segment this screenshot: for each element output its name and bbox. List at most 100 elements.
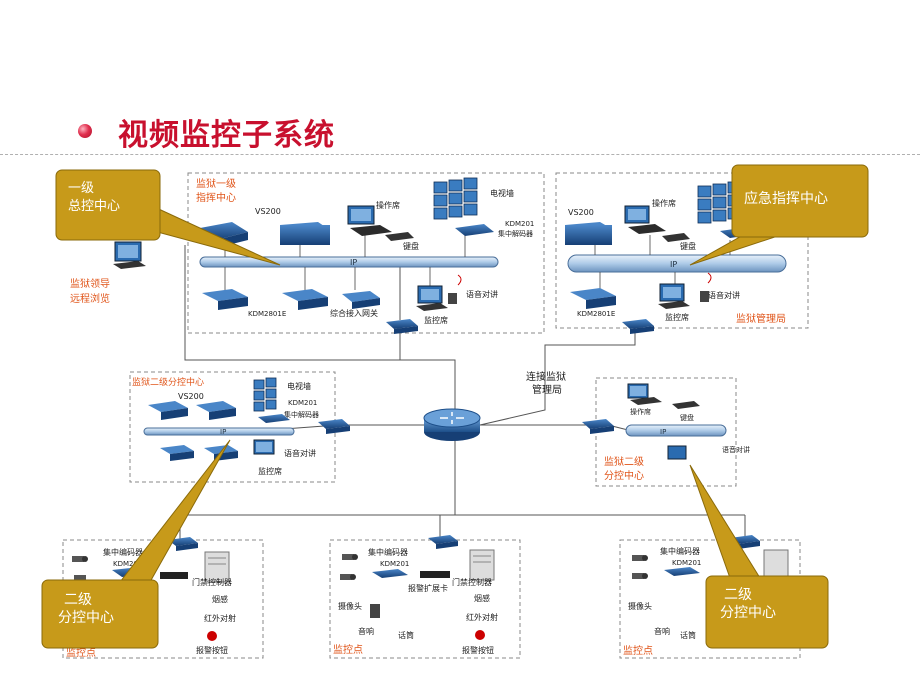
level1-kdm201-label1: KDM201 (505, 220, 534, 228)
level1-zone-label-2: 指挥中心 (196, 191, 236, 204)
callout-top-left-line2: 总控中心 (68, 199, 120, 214)
point-left-alarm-card-icon (160, 572, 188, 579)
level2-right-keyboard-label: 键盘 (680, 413, 694, 422)
bureau-voice-icon (700, 272, 712, 302)
core-router-icon (423, 408, 481, 441)
level1-voice-icon (448, 274, 462, 304)
level1-tvwall-icon (433, 177, 478, 220)
level1-vs200-rack (280, 222, 330, 245)
point-mid-infrared-label: 红外对射 (466, 612, 498, 622)
callout-bottom-left: 二级 分控中心 (41, 439, 231, 649)
level1-drops (224, 235, 466, 290)
level2-left-vs200-a (148, 401, 188, 420)
point-mid-speaker-label: 音响 (358, 626, 374, 636)
point-right-zone-label: 监控点 (623, 644, 653, 657)
point-mid-zone-label: 监控点 (333, 643, 363, 656)
point-mid-door-ctrl-icon (469, 549, 495, 581)
point-mid-alarm-card-icon (420, 571, 450, 578)
connect-label-2: 管理局 (532, 383, 562, 396)
level2-right-zone-label-1: 监狱二级 (604, 455, 644, 468)
level2-left-ip-label: IP (220, 428, 226, 436)
bureau-vs200-label: VS200 (568, 208, 594, 217)
level2-right-keyboard-icon (672, 401, 700, 409)
point-mid-switch-icon (428, 535, 458, 549)
level2-right-monitor-icon (667, 445, 687, 460)
level2-right-ip-label: IP (660, 428, 666, 436)
point-left-alarm-btn-icon (207, 631, 217, 641)
title-separator (0, 154, 920, 155)
bureau-kdm2801e-label: KDM2801E (577, 310, 615, 318)
point-mid-door-ctrl-label: 门禁控制器 (452, 577, 492, 587)
level1-gateway-icon (342, 291, 380, 309)
level2-left-kdm-a (160, 445, 194, 461)
point-right-kdm-label: KDM201 (672, 559, 701, 567)
bureau-ip-bar: IP (567, 254, 787, 273)
zone-point-mid-box (329, 539, 521, 659)
level1-voice-label: 语音对讲 (466, 289, 498, 299)
level2-left-vs200-label: VS200 (178, 392, 204, 401)
level2-left-kdm201-label1: KDM201 (288, 399, 317, 407)
bureau-monitor-seat-label: 监控席 (665, 312, 689, 322)
zone-bureau-box (555, 172, 809, 329)
level2-left-zone-label: 监狱二级分控中心 (132, 376, 204, 388)
callout-bottom-right-line2: 分控中心 (720, 605, 776, 621)
level2-left-kdm201-label2: 集中解码器 (284, 410, 319, 419)
point-right-camera-label: 摄像头 (628, 601, 652, 611)
callout-top-right: 应急指挥中心 (689, 164, 869, 266)
level2-left-decoder-icon (258, 414, 290, 423)
level2-right-console-icon (627, 383, 662, 405)
point-right-encoder-label: 集中编码器 (660, 546, 700, 556)
point-left-kdm-label: KDM201 (113, 560, 142, 568)
point-mid-mic-label: 话筒 (398, 630, 414, 640)
point-left-infrared-label: 红外对射 (204, 613, 236, 623)
bureau-monitor-seat-icon (658, 283, 690, 309)
level1-console-label: 操作席 (376, 200, 400, 210)
level1-monitor-seat-label: 监控席 (424, 315, 448, 325)
level2-right-zone-label-2: 分控中心 (604, 469, 644, 482)
callout-bottom-left-line1: 二级 (64, 592, 92, 608)
point-mid-camera-label: 摄像头 (338, 601, 362, 611)
callout-bottom-right-line1: 二级 (724, 587, 752, 603)
title-bullet-icon (78, 124, 92, 138)
level1-tvwall-label: 电视墙 (490, 188, 514, 198)
level2-left-tvwall-icon (253, 377, 277, 412)
remote-browse-icon (113, 241, 146, 269)
level2-left-monitor-seat-icon (253, 439, 275, 455)
callout-bottom-left-line2: 分控中心 (58, 610, 114, 626)
callout-top-right-line1: 应急指挥中心 (744, 190, 828, 207)
level1-gateway-label: 综合接入网关 (330, 308, 378, 318)
level1-console-icon (347, 205, 392, 236)
point-mid-encoder-label: 集中编码器 (368, 547, 408, 557)
level1-switch-icon (386, 319, 418, 334)
level2-left-ip-bar: IP (143, 427, 295, 436)
zone-level1-box (187, 172, 545, 334)
point-right-camera-icon (632, 555, 648, 579)
left-switch-icon (318, 419, 350, 434)
level2-left-monitor-seat-label: 监控席 (258, 466, 282, 476)
point-left-door-ctrl-icon (204, 551, 230, 583)
level2-left-vs200-b (196, 401, 236, 420)
bureau-switch-icon (622, 319, 654, 334)
bureau-ip-label: IP (670, 260, 677, 269)
level1-decoder-icon (455, 224, 494, 236)
point-right-mic-label: 话筒 (680, 630, 696, 640)
remote-zone-label-1: 监狱领导 (70, 277, 110, 290)
point-mid-encoder-icon (372, 569, 408, 578)
level1-keyboard-label: 键盘 (403, 241, 419, 251)
point-mid-alarm-card-label: 报警扩展卡 (408, 583, 448, 593)
level1-ip-label: IP (350, 258, 357, 267)
remote-zone-label-2: 远程浏览 (70, 292, 110, 305)
bureau-vs200-rack (565, 222, 612, 245)
level1-vs200-label: VS200 (255, 207, 281, 216)
level1-zone-label-1: 监狱一级 (196, 177, 236, 190)
connect-label-1: 连接监狱 (526, 370, 566, 383)
point-left-alarm-btn-label: 报警按钮 (196, 645, 228, 655)
callout-bottom-right: 二级 分控中心 (689, 464, 829, 649)
point-left-zone-label: 监控点 (66, 646, 96, 659)
level2-right-voice-label: 语音对讲 (722, 445, 750, 454)
right-switch-icon (582, 419, 614, 434)
point-right-speaker-label: 音响 (654, 626, 670, 636)
callout-top-left-line1: 一级 (68, 181, 94, 196)
point-mid-alarm-btn-icon (475, 630, 485, 640)
bureau-keyboard-label: 键盘 (680, 241, 696, 251)
